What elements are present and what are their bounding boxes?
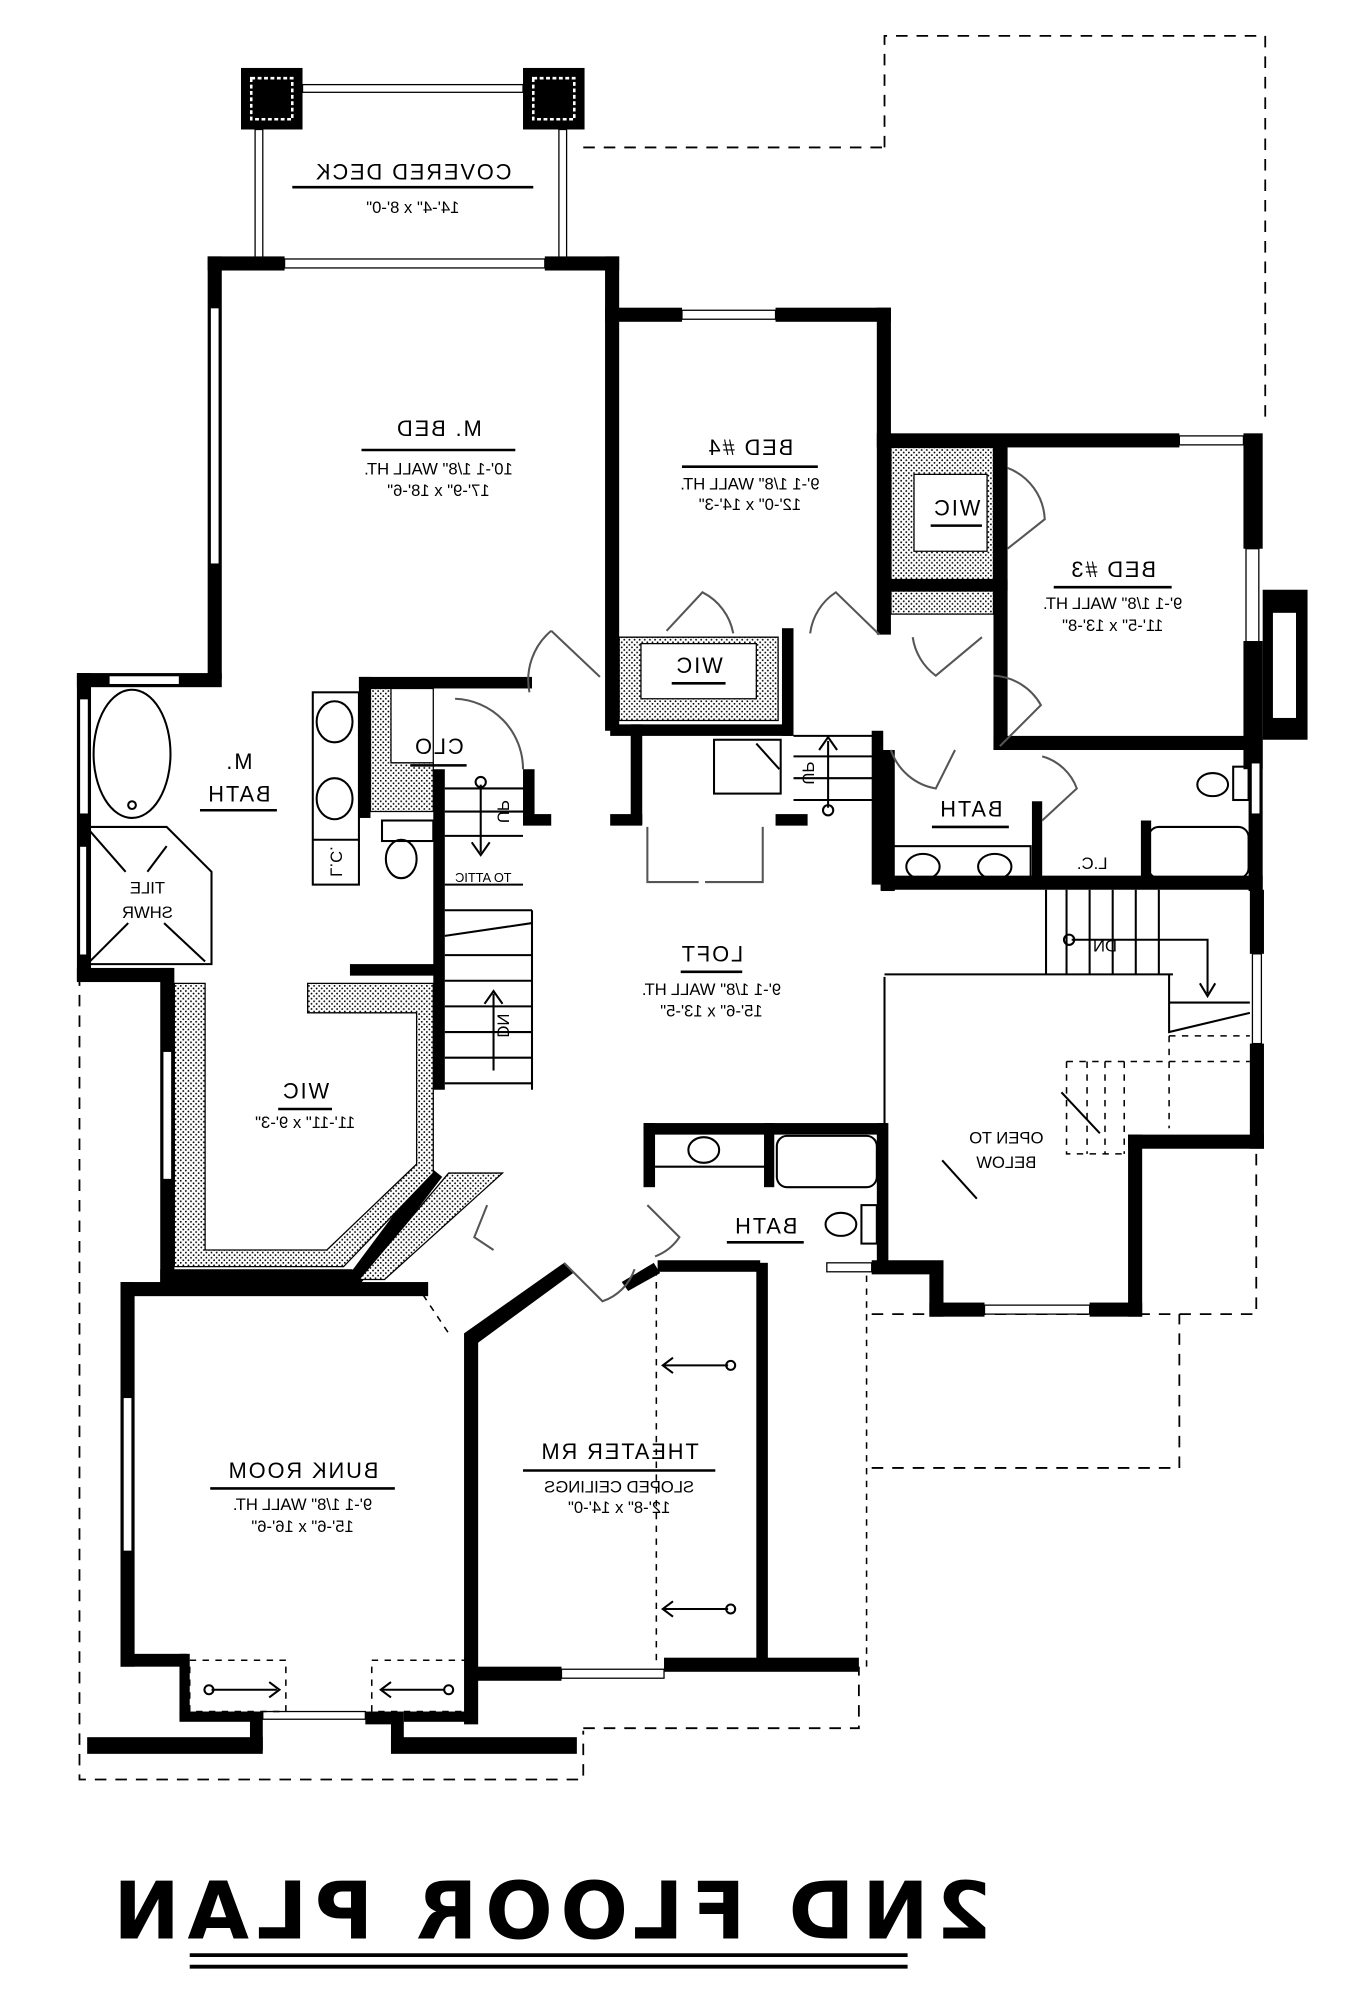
sink-icon [977, 852, 1013, 881]
bunk-room-label: BUNK ROOM [227, 1458, 379, 1483]
plan-title: 2ND FLOOR PLAN [106, 1864, 992, 1969]
toilet-icon [824, 1211, 858, 1237]
room-master-bed: M. BED 10'-1 1/8" WALL HT. 17'-9" x 18'-… [361, 416, 516, 500]
room-bunk: BUNK ROOM 9'-1 1/8" WALL HT. 15'-6" x 16… [210, 1458, 395, 1536]
room-bed3: BED #3 9'-1 1/8" WALL HT. 11'-5" x 13'-8… [1043, 557, 1182, 635]
theater-note: SLOPED CEILINGS [544, 1477, 694, 1496]
master-bed-wall-height: 10'-1 1/8" WALL HT. [364, 459, 513, 478]
toilet-icon [1196, 772, 1230, 798]
sink-icon [315, 700, 354, 744]
center-stair-up-label: UP [798, 762, 817, 785]
bathtub-icon [92, 688, 172, 819]
room-labels: M. BED 10'-1 1/8" WALL HT. 17'-9" x 18'-… [122, 416, 1182, 1536]
bed3-wall-height: 9'-1 1/8" WALL HT. [1043, 594, 1182, 613]
toilet-icon [384, 838, 418, 880]
bunk-room-size: 15'-6" x 16'-6" [251, 1517, 354, 1536]
right-stair-down-label: DN [1093, 936, 1117, 955]
bed4-wic-label: WIC [675, 653, 723, 678]
loft-label: LOFT [680, 942, 743, 967]
bathtub-icon [1147, 825, 1250, 880]
bed4-wall-height: 9'-1 1/8" WALL HT. [680, 475, 819, 494]
covered-deck-size: 14'-4" x 8'-0" [366, 198, 459, 217]
master-wic-label: WIC [281, 1079, 329, 1104]
master-bed-size: 17'-9" x 18'-6" [387, 481, 490, 500]
open-to-below-line2: BELOW [976, 1153, 1036, 1172]
master-linen-closet-label: L.C. [327, 846, 346, 877]
bed3-size: 11'-5" x 13'-8" [1062, 616, 1163, 635]
center-stairs [793, 734, 882, 817]
bathtub-icon [775, 1134, 878, 1189]
fixtures [86, 466, 1251, 1713]
attic-stair-up-label: UP [493, 800, 512, 823]
loft-bath-label: BATH [733, 1213, 797, 1238]
shower-icon [86, 825, 213, 966]
closet-label: CLO [413, 734, 464, 759]
tile-shower-label-line2: SHWR [122, 903, 173, 922]
covered-deck: COVERED DECK 14'-4" x 8'-0" [240, 67, 585, 259]
bunk-room-wall-height: 9'-1 1/8" WALL HT. [233, 1495, 372, 1514]
master-bath-label-line2: BATH [206, 781, 270, 806]
sink-icon [687, 1136, 721, 1164]
main-stair-down-label: DN [493, 1014, 512, 1038]
plan-title-text: 2ND FLOOR PLAN [106, 1864, 992, 1957]
tile-shower-label-line1: TILE [130, 879, 165, 898]
sink-icon [905, 852, 941, 881]
master-bath-label-line1: M. [224, 749, 252, 774]
room-theater: THEATER RM SLOPED CEILINGS 12'-8" x 14'-… [523, 1439, 716, 1517]
closet-shelving [173, 446, 995, 1281]
hall-bath-label: BATH [938, 797, 1002, 822]
theater-size: 12'-8" x 14'-0" [568, 1498, 671, 1517]
washer-icon [712, 738, 782, 795]
room-master-wic: WIC 11'-11" x 9'-3" [255, 1079, 355, 1132]
bed4-label: BED #4 [707, 435, 794, 460]
bed3-wic-label: WIC [932, 495, 980, 520]
covered-deck-label: COVERED DECK [314, 159, 511, 184]
right-stairs [883, 889, 1251, 1257]
open-to-below-line1: OPEN TO [969, 1129, 1043, 1148]
room-loft: LOFT 9'-1 1/8" WALL HT. 15'-6" x 13'-5" [642, 942, 781, 1021]
theater-label: THEATER RM [540, 1439, 699, 1464]
walls [76, 256, 1308, 1754]
master-wic-size: 11'-11" x 9'-3" [255, 1113, 355, 1132]
attic-stairs [444, 775, 534, 1090]
bed3-label: BED #3 [1069, 557, 1156, 582]
bed4-size: 12'-0" x 14'-3" [699, 495, 802, 514]
loft-size: 15'-6" x 13'-5" [660, 1002, 763, 1021]
master-bed-label: M. BED [395, 416, 482, 441]
loft-wall-height: 9'-1 1/8" WALL HT. [642, 980, 781, 999]
hall-linen-closet-label: L.C. [1077, 854, 1108, 873]
sink-icon [315, 777, 354, 821]
room-bed4: BED #4 9'-1 1/8" WALL HT. 12'-0" x 14'-3… [680, 435, 819, 514]
to-attic-label: TO ATTIC [455, 870, 511, 885]
